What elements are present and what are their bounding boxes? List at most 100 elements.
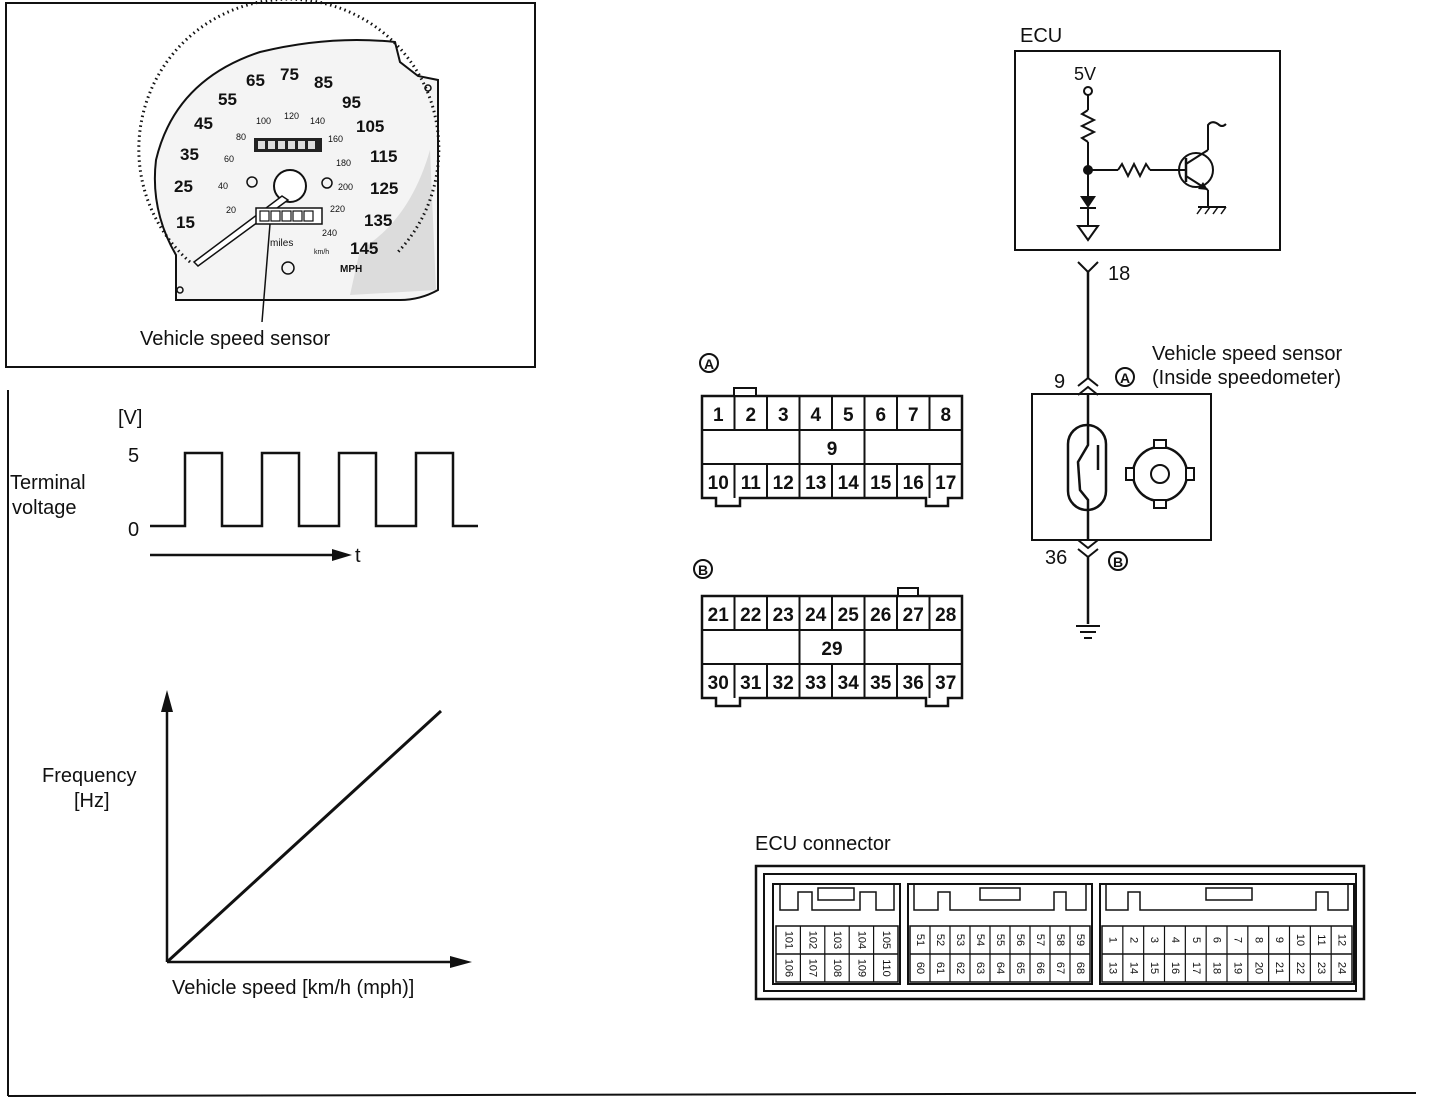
ecu-pin-number: 66: [1034, 962, 1046, 974]
mph-label: 105: [356, 117, 384, 136]
pin-number: 15: [870, 473, 892, 494]
pin-number: 16: [903, 473, 924, 494]
kmh-label: 120: [284, 111, 299, 121]
ecu-pin-number: 8: [1252, 937, 1264, 943]
mph-label: 125: [370, 179, 398, 198]
sensor-leader-line: [261, 223, 271, 323]
ecu-pin-number: 16: [1169, 962, 1181, 974]
mph-label: 115: [370, 147, 397, 166]
pin-number: 1: [713, 405, 724, 426]
kmh-label: 220: [330, 204, 345, 214]
ecu-terminal-number: 18: [1108, 263, 1130, 285]
pin-number: 27: [903, 605, 924, 626]
ecu-pin-number: 68: [1074, 962, 1086, 974]
kmh-label: 180: [336, 158, 351, 168]
pin-number: 23: [773, 605, 794, 626]
pin-number: 13: [805, 473, 826, 494]
ecu-pin-number: 110: [880, 959, 892, 977]
kmh-label: 80: [236, 132, 246, 142]
ecu-connector-cells: 1011061021071031081041091051105160526153…: [775, 925, 1353, 983]
ecu-pin-number: 12: [1336, 934, 1348, 946]
pin-number: 24: [805, 605, 827, 626]
pin-number: 14: [838, 473, 860, 494]
signal-ground-icon: [1076, 225, 1100, 242]
kmh-label: 200: [338, 182, 353, 192]
pin-number: 7: [908, 405, 919, 426]
pin-number: 25: [838, 605, 860, 626]
ecu-pin-number: 54: [974, 934, 986, 946]
sensor-label-line2: (Inside speedometer): [1152, 367, 1341, 389]
pin-number: 36: [903, 673, 924, 694]
ecu-pin-number: 2: [1127, 937, 1139, 943]
frequency-line: [165, 709, 443, 964]
pin-number: 29: [821, 639, 842, 660]
connector-a-latch: [733, 387, 757, 397]
pin-number: 2: [745, 405, 756, 426]
connector-b-id: B: [698, 562, 708, 578]
time-axis-arrow: [332, 549, 352, 561]
bottom-frame-line: [7, 1092, 1417, 1097]
ecu-pin-number: 55: [994, 934, 1006, 946]
ecu-connector-outer: [754, 864, 1366, 1001]
high-level-label: 5: [128, 445, 139, 467]
kmh-label: 20: [226, 205, 236, 215]
sensor-label-line1: Vehicle speed sensor: [1152, 343, 1342, 365]
mph-label: 35: [180, 145, 199, 164]
mph-label: 75: [280, 65, 299, 84]
ecu-pin-number: 21: [1273, 962, 1285, 974]
pin-number: 8: [940, 405, 951, 426]
ecu-pin-number: 61: [934, 962, 946, 974]
ecu-connector: ECU connector 10110610210710310810410910…: [754, 833, 1366, 1001]
pin-number: 33: [805, 673, 826, 694]
kmh-unit: km/h: [314, 249, 329, 256]
ecu-pin-number: 67: [1054, 962, 1066, 974]
connector-a-ref: A: [1120, 370, 1130, 386]
ecu-pin-number: 22: [1294, 962, 1306, 974]
indicator-icon: [321, 177, 333, 189]
ecu-pin-number: 108: [831, 959, 843, 977]
pin-number: 26: [870, 605, 891, 626]
pin-number: 10: [708, 473, 729, 494]
ecu-pin-number: 104: [855, 931, 867, 949]
pin-number: 12: [773, 473, 794, 494]
connector-b-badge: [693, 559, 713, 579]
speedometer-housing: [153, 39, 439, 301]
ecu-pin-number: 107: [807, 959, 819, 977]
magnet-rotor-icon: [1131, 445, 1189, 503]
ecu-circuit: ECU 5V 18 9 A Vehic: [1014, 25, 1342, 639]
low-level-label: 0: [128, 519, 139, 541]
pin-number: 22: [740, 605, 761, 626]
speedometer-panel: 15 25 35 45 55 65 75 85 95 105 115 125 1…: [5, 0, 536, 368]
ecu-pin-number: 13: [1107, 962, 1119, 974]
y-label-line2: voltage: [12, 497, 77, 519]
ecu-pin-number: 14: [1127, 962, 1139, 974]
ecu-pin-number: 24: [1336, 962, 1348, 974]
mph-unit: MPH: [340, 264, 362, 275]
ecu-pin-number: 58: [1054, 934, 1066, 946]
sensor-caption: Vehicle speed sensor: [140, 328, 330, 350]
mount-hole: [176, 286, 184, 294]
connector-a-badge: [699, 353, 719, 373]
ecu-pin-number: 106: [782, 959, 794, 977]
pin-number: 30: [708, 673, 729, 694]
frequency-chart: Frequency [Hz] Vehicle speed [km/h (mph)…: [42, 690, 472, 999]
mph-label: 65: [246, 71, 265, 90]
diode-icon: [1080, 196, 1096, 208]
sensor-box: [1031, 393, 1212, 541]
y-axis-label-line2: [Hz]: [74, 790, 110, 812]
ecu-pin-number: 51: [914, 934, 926, 946]
ecu-pin-number: 52: [934, 934, 946, 946]
ecu-pin-number: 109: [855, 959, 867, 977]
pin-number: 37: [935, 673, 956, 694]
odometer-unit: miles: [270, 238, 293, 249]
ecu-connector-title: ECU connector: [755, 833, 891, 855]
mph-label: 25: [174, 177, 193, 196]
connector-a-id: A: [704, 356, 714, 372]
indicator-icon: [246, 176, 258, 188]
ecu-pin-number: 105: [880, 931, 892, 949]
kmh-label: 40: [218, 181, 228, 191]
pin-number: 32: [773, 673, 794, 694]
